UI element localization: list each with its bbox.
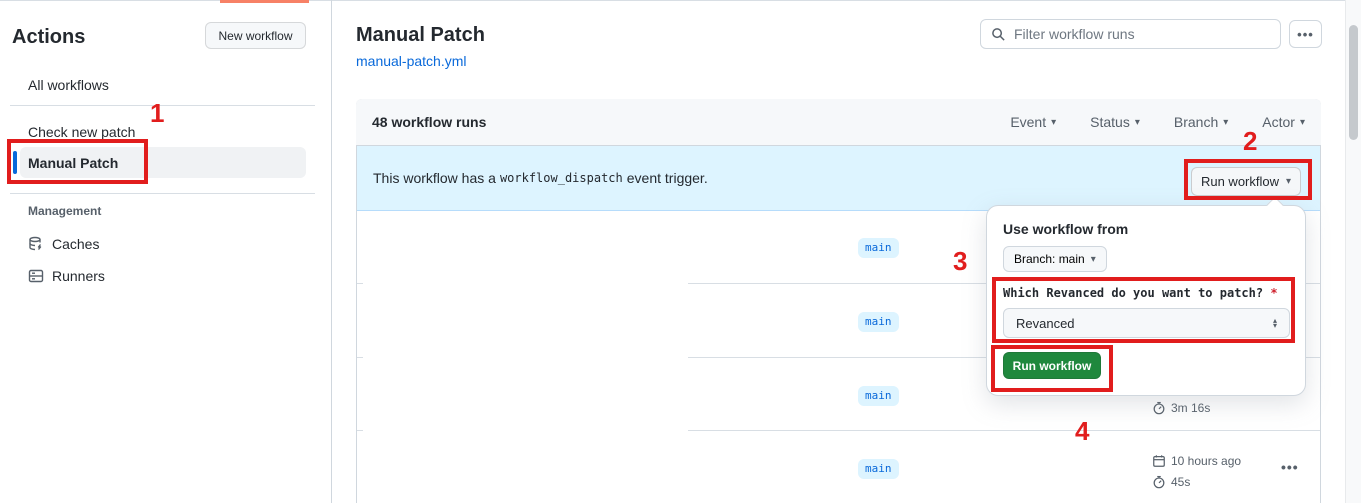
annotation-step-1: 1 — [150, 98, 165, 128]
runs-count: 48 workflow runs — [372, 114, 487, 130]
workflow-file-link[interactable]: manual-patch.yml — [356, 53, 467, 69]
popup-title: Use workflow from — [1003, 221, 1129, 237]
banner-text: This workflow has a — [373, 170, 496, 186]
search-input[interactable] — [1014, 26, 1270, 42]
run-duration: 3m 16s — [1152, 401, 1210, 415]
stopwatch-icon — [1153, 475, 1165, 489]
run-kebab-button[interactable]: ••• — [1281, 459, 1299, 475]
orange-accent-bar — [220, 0, 309, 3]
branch-badge[interactable]: main — [858, 312, 899, 332]
chevron-down-icon: ▾ — [1134, 116, 1140, 128]
page-title: Manual Patch — [356, 24, 485, 46]
runs-card-header: 48 workflow runs Event ▾ Status ▾ Branch… — [356, 99, 1321, 146]
workflow-dispatch-banner: This workflow has a workflow_dispatch ev… — [357, 146, 1320, 211]
sidebar-item-caches-label: Caches — [52, 236, 100, 252]
chevron-down-icon: ▾ — [1299, 116, 1305, 128]
sidebar-title: Actions — [12, 26, 86, 48]
revanced-select[interactable]: Revanced ▴▾ — [1003, 308, 1290, 338]
stopwatch-icon — [1153, 401, 1165, 415]
new-workflow-button[interactable]: New workflow — [205, 22, 306, 49]
branch-badge[interactable]: main — [858, 386, 899, 406]
runners-icon — [28, 268, 44, 284]
required-marker: * — [1270, 286, 1278, 300]
filter-runs-searchbox[interactable] — [980, 19, 1281, 49]
scrollbar-thumb[interactable] — [1349, 25, 1358, 140]
branch-badge[interactable]: main — [858, 238, 899, 258]
chevron-down-icon: ▾ — [1223, 116, 1229, 128]
chevron-down-icon: ▾ — [1286, 176, 1292, 187]
filter-branch[interactable]: Branch ▾ — [1173, 114, 1229, 130]
sidebar-divider — [10, 193, 315, 194]
sidebar-item-manual-patch-label: Manual Patch — [28, 155, 119, 171]
run-time: 10 hours ago — [1152, 454, 1241, 468]
chevron-down-icon: ▾ — [1090, 253, 1096, 265]
branch-select-button[interactable]: Branch: main ▾ — [1003, 246, 1107, 272]
chevron-down-icon: ▾ — [1051, 116, 1057, 128]
filter-status[interactable]: Status ▾ — [1090, 114, 1140, 130]
select-updown-icon: ▴▾ — [1272, 316, 1277, 330]
sidebar-item-caches[interactable]: Caches — [28, 236, 99, 252]
run-workflow-submit-button[interactable]: Run workflow — [1003, 352, 1101, 379]
sidebar-item-manual-patch[interactable] — [20, 147, 306, 178]
row-divider — [357, 430, 1320, 431]
runs-filters: Event ▾ Status ▾ Branch ▾ Actor ▾ — [1010, 114, 1305, 130]
cache-icon — [28, 236, 44, 252]
run-duration: 45s — [1152, 475, 1190, 489]
search-icon — [991, 27, 1006, 42]
calendar-icon — [1153, 455, 1165, 467]
sidebar-item-runners-label: Runners — [52, 268, 105, 284]
sidebar-divider — [331, 0, 332, 503]
selected-indicator — [13, 151, 17, 174]
sidebar-item-all-workflows[interactable]: All workflows — [28, 77, 109, 93]
filter-event[interactable]: Event ▾ — [1010, 114, 1057, 130]
redacted-run-titles — [363, 212, 688, 503]
page-kebab-button[interactable]: ••• — [1289, 20, 1322, 48]
workflow-input-label: Which Revanced do you want to patch? * — [1003, 286, 1278, 300]
management-section-label: Management — [28, 204, 102, 218]
sidebar-item-runners[interactable]: Runners — [28, 268, 105, 284]
annotation-step-3: 3 — [953, 246, 968, 276]
banner-text: event trigger. — [626, 170, 708, 186]
row-divider — [357, 283, 1320, 284]
run-workflow-dropdown-button[interactable]: Run workflow ▾ — [1191, 167, 1301, 196]
annotation-step-4: 4 — [1075, 416, 1090, 446]
top-border — [0, 0, 1361, 1]
sidebar-item-check-new-patch[interactable]: Check new patch — [28, 124, 136, 140]
filter-actor[interactable]: Actor ▾ — [1262, 114, 1305, 130]
sidebar-divider — [10, 105, 315, 106]
annotation-step-2: 2 — [1243, 126, 1258, 156]
banner-code: workflow_dispatch — [499, 171, 623, 185]
branch-badge[interactable]: main — [858, 459, 899, 479]
row-divider — [357, 357, 1320, 358]
